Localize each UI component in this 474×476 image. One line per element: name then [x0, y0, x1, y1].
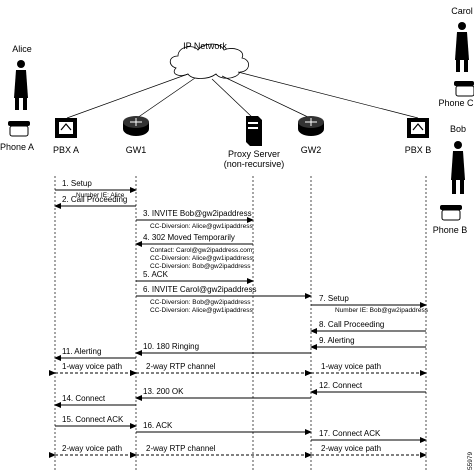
- message-note: CC-Diversion: Bob@gw2ipaddress: [150, 299, 251, 306]
- message-label: 7. Setup: [319, 294, 349, 303]
- pbx-a-label: PBX A: [53, 145, 79, 155]
- pbx-icon: [55, 118, 77, 138]
- message-17: 14. Connect: [54, 394, 136, 408]
- message-label: 2-way voice path: [321, 444, 381, 453]
- message-21: 2-way voice path: [49, 444, 137, 458]
- message-9: 9. Alerting: [310, 336, 426, 350]
- message-6: 6. INVITE Carol@gw2ipaddressCC-Diversion…: [136, 285, 312, 314]
- gw1-label: GW1: [126, 145, 147, 155]
- proxy-server-label: Proxy Server: [228, 149, 280, 159]
- ip-network-label: IP Network: [183, 41, 227, 51]
- pbx-a-node: PBX A: [53, 118, 79, 155]
- message-18: 15. Connect ACK: [55, 415, 137, 429]
- message-label: 12. Connect: [319, 381, 363, 390]
- message-2: 2. Call Proceeding: [54, 195, 136, 209]
- phone-icon: [454, 81, 474, 97]
- message-note: CC-Diversion: Alice@gw1ipaddress,: [150, 255, 255, 262]
- message-15: 12. Connect: [310, 381, 426, 395]
- alice-label: Alice: [12, 44, 32, 54]
- pbx-b-node: PBX B: [405, 118, 432, 155]
- person-icon: [451, 141, 465, 194]
- message-12: 1-way voice path: [49, 362, 137, 376]
- message-note: CC-Diversion: Alice@gw1ipaddress: [150, 223, 253, 230]
- message-note: Number IE: Bob@gw2ipaddress: [335, 307, 429, 314]
- phone-a-label: Phone A: [0, 142, 34, 152]
- message-label: 9. Alerting: [319, 336, 355, 345]
- message-label: 4. 302 Moved Temporarily: [143, 233, 235, 242]
- message-label: 15. Connect ACK: [62, 415, 124, 424]
- gw1-node: GW1: [123, 116, 149, 155]
- message-5: 5. ACK: [136, 270, 254, 284]
- message-16: 13. 200 OK: [135, 387, 311, 401]
- figure-id: 55979: [467, 452, 474, 470]
- message-label: 13. 200 OK: [143, 387, 184, 396]
- pbx-b-label: PBX B: [405, 145, 432, 155]
- bob-person: Bob Phone B: [433, 124, 468, 235]
- carol-person: Carol Phone C: [438, 6, 474, 108]
- message-label: 11. Alerting: [62, 347, 101, 356]
- person-icon: [455, 22, 469, 72]
- message-label: 2-way RTP channel: [146, 362, 216, 371]
- message-label: 1. Setup: [62, 179, 92, 188]
- phone-icon: [8, 121, 30, 137]
- message-8: 8. Call Proceeding: [310, 320, 426, 334]
- network-connections: [66, 71, 419, 119]
- router-icon: [298, 116, 324, 136]
- phone-c-label: Phone C: [438, 98, 474, 108]
- message-label: 1-way voice path: [321, 362, 381, 371]
- message-label: 2. Call Proceeding: [62, 195, 127, 204]
- message-label: 5. ACK: [143, 270, 169, 279]
- message-label: 2-way RTP channel: [146, 444, 216, 453]
- message-22: 2-way RTP channel: [130, 444, 312, 458]
- message-label: 16. ACK: [143, 421, 173, 430]
- bob-label: Bob: [450, 124, 466, 134]
- message-label: 14. Connect: [62, 394, 106, 403]
- message-14: 1-way voice path: [305, 362, 427, 376]
- message-note: CC-Diversion: Alice@gw1ipaddress: [150, 307, 253, 314]
- message-19: 16. ACK: [136, 421, 312, 435]
- message-note: Number IE: Alice: [76, 192, 125, 199]
- alice-person: Alice Phone A: [0, 44, 34, 152]
- message-note: CC-Diversion: Bob@gw2ipaddress: [150, 263, 251, 270]
- router-icon: [123, 116, 149, 136]
- proxy-server-node: Proxy Server (non-recursive): [224, 116, 285, 169]
- message-label: 1-way voice path: [62, 362, 122, 371]
- phone-icon: [440, 205, 462, 221]
- gw2-label: GW2: [301, 145, 322, 155]
- message-label: 17. Connect ACK: [319, 429, 381, 438]
- phone-b-label: Phone B: [433, 225, 468, 235]
- message-note: Contact: Carol@gw2ipaddress.com,: [150, 247, 254, 254]
- message-23: 2-way voice path: [305, 444, 427, 458]
- message-label: 3. INVITE Bob@gw2ipaddress: [143, 209, 252, 218]
- proxy-server-sub: (non-recursive): [224, 159, 285, 169]
- message-label: 2-way voice path: [62, 444, 122, 453]
- gw2-node: GW2: [298, 116, 324, 155]
- message-13: 2-way RTP channel: [130, 362, 312, 376]
- pbx-icon: [407, 118, 429, 138]
- message-3: 3. INVITE Bob@gw2ipaddressCC-Diversion: …: [136, 209, 254, 230]
- message-10: 10. 180 Ringing: [135, 342, 311, 356]
- carol-label: Carol: [451, 6, 473, 16]
- message-label: 10. 180 Ringing: [143, 342, 199, 351]
- ip-network-cloud: IP Network: [169, 41, 249, 79]
- message-label: 8. Call Proceeding: [319, 320, 384, 329]
- server-icon: [246, 116, 262, 146]
- message-label: 6. INVITE Carol@gw2ipaddress: [143, 285, 257, 294]
- message-11: 11. Alerting: [54, 347, 136, 361]
- lifelines: [54, 176, 427, 470]
- person-icon: [14, 60, 28, 110]
- message-20: 17. Connect ACK: [311, 429, 427, 443]
